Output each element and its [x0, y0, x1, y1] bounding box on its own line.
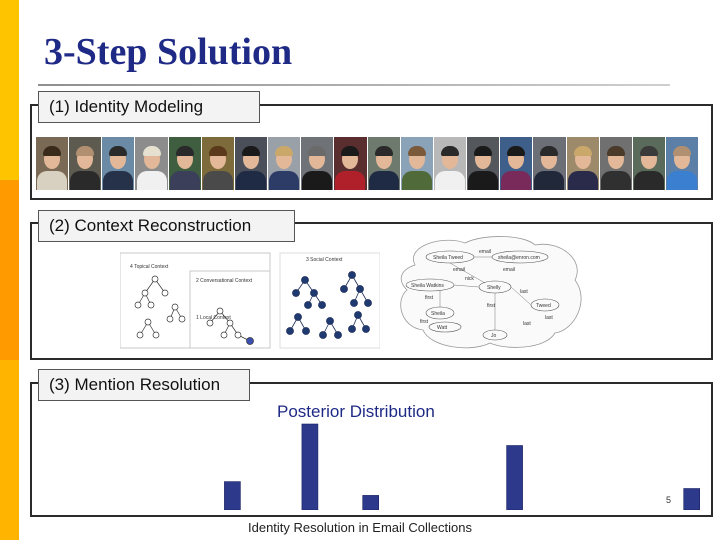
- slide-number: 5: [666, 495, 672, 505]
- conversational-context-label: 2 Conversational Context: [196, 278, 253, 284]
- local-context-label: 1 Local Context: [196, 315, 231, 321]
- portrait-photo-strip: [36, 137, 699, 190]
- edge-label-6: last: [545, 315, 553, 321]
- chart-bar: [683, 488, 700, 510]
- node-sheila: Sheila: [431, 311, 445, 317]
- topical-trees: [134, 275, 186, 339]
- step-1-label: (1) Identity Modeling: [38, 91, 260, 123]
- topical-context-label: 4 Topical Context: [130, 264, 169, 270]
- portrait-photo: [268, 137, 301, 190]
- social-context-label: 3 Social Context: [306, 257, 343, 263]
- identity-edges: [439, 256, 532, 330]
- chart-bar: [301, 423, 319, 510]
- social-context-frame: [279, 252, 380, 349]
- identity-cloud: [400, 236, 582, 349]
- edge-label-9: nick: [465, 276, 474, 282]
- title-underline: [38, 84, 670, 86]
- edge-label-2: email: [503, 267, 515, 273]
- side-accent-bar: [0, 0, 19, 540]
- edge-label-10: email: [479, 249, 491, 255]
- portrait-photo: [632, 137, 665, 190]
- portrait-photo: [301, 137, 334, 190]
- edge-label-5: first: [420, 319, 429, 325]
- node-watt: Watt: [437, 325, 448, 331]
- social-trees: [286, 271, 372, 339]
- portrait-photo: [400, 137, 433, 190]
- node-sheila-email: sheila@enron.com: [498, 255, 540, 261]
- portrait-photo: [533, 137, 566, 190]
- portrait-photo: [566, 137, 599, 190]
- chart-bar: [362, 495, 380, 510]
- node-sheila-watkins: Sheila Watkins: [411, 283, 444, 289]
- slide-title: 3-Step Solution: [44, 31, 293, 73]
- portrait-photo: [102, 137, 135, 190]
- portrait-photo: [665, 137, 699, 190]
- portrait-photo: [36, 137, 69, 190]
- portrait-photo: [69, 137, 102, 190]
- portrait-photo: [135, 137, 168, 190]
- node-tweed: Tweed: [536, 303, 551, 309]
- chart-bar: [506, 445, 523, 510]
- context-diagram: 4 Topical Context 2 Conversational Conte…: [120, 252, 380, 349]
- portrait-photo: [500, 137, 533, 190]
- conversational-tree: [206, 307, 254, 345]
- identity-model-diagram: Sheila Tweed sheila@enron.com Sheila Wat…: [400, 236, 582, 349]
- portrait-photo: [599, 137, 632, 190]
- edge-label-7: first: [487, 303, 496, 309]
- conversational-context-frame: [189, 270, 271, 349]
- edge-label-8: last: [523, 321, 531, 327]
- identity-nodes: [405, 250, 560, 341]
- portrait-photo: [334, 137, 367, 190]
- node-shelly: Shelly: [487, 285, 501, 291]
- mention-resolution-panel: [30, 382, 713, 517]
- chart-bar: [224, 481, 241, 510]
- side-accent-bar-middle: [0, 180, 19, 360]
- step-2-label: (2) Context Reconstruction: [38, 210, 295, 242]
- posterior-distribution-chart: [224, 423, 700, 510]
- step-3-label: (3) Mention Resolution: [38, 369, 250, 401]
- portrait-photo: [168, 137, 201, 190]
- portrait-photo: [367, 137, 400, 190]
- portrait-photo: [201, 137, 234, 190]
- edge-label-1: email: [453, 267, 465, 273]
- node-sheila-tweed: Sheila Tweed: [433, 255, 463, 261]
- chart-title: Posterior Distribution: [277, 402, 435, 421]
- edge-label-4: last: [520, 289, 528, 295]
- node-jo: Jo: [491, 333, 497, 339]
- portrait-photo: [234, 137, 268, 190]
- slide-footer: Identity Resolution in Email Collections: [248, 520, 472, 535]
- portrait-photo: [467, 137, 500, 190]
- side-accent-bar-top: [0, 0, 19, 180]
- edge-label-3: first: [425, 295, 434, 301]
- portrait-photo: [433, 137, 467, 190]
